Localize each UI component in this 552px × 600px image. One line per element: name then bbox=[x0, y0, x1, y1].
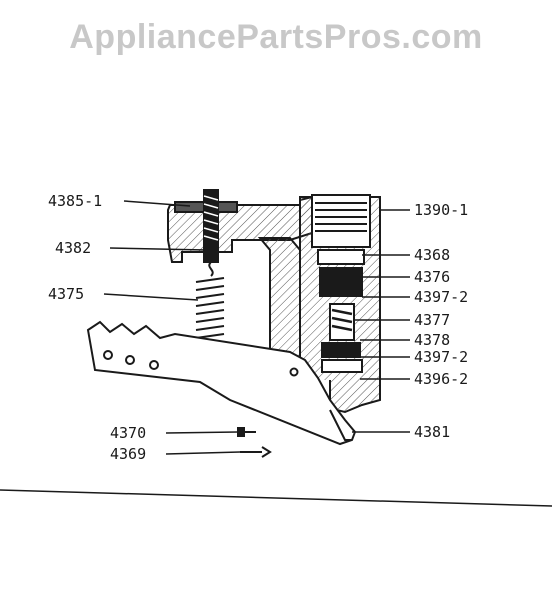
label-4397-2-lower: 4397-2 bbox=[414, 348, 468, 366]
label-4376: 4376 bbox=[414, 268, 450, 286]
part-labels: 4385-1 4382 4375 4370 4369 1390-1 4368 4… bbox=[48, 192, 468, 463]
threaded-cap bbox=[311, 194, 371, 248]
label-4377: 4377 bbox=[414, 311, 450, 329]
label-4378: 4378 bbox=[414, 331, 450, 349]
rivet bbox=[237, 427, 256, 437]
label-4382: 4382 bbox=[55, 239, 91, 257]
pin bbox=[240, 446, 272, 458]
label-4396-2: 4396-2 bbox=[414, 370, 468, 388]
label-4375: 4375 bbox=[48, 285, 84, 303]
label-4385-1: 4385-1 bbox=[48, 192, 102, 210]
label-1390-1: 1390-1 bbox=[414, 201, 468, 219]
label-4397-2-upper: 4397-2 bbox=[414, 288, 468, 306]
lever-arm bbox=[86, 320, 357, 446]
separator-line bbox=[0, 489, 552, 507]
label-4381: 4381 bbox=[414, 423, 450, 441]
adjusting-screw bbox=[174, 189, 238, 263]
site-watermark: AppliancePartsPros.com bbox=[69, 18, 483, 56]
label-4368: 4368 bbox=[414, 246, 450, 264]
label-4369: 4369 bbox=[110, 445, 146, 463]
label-4370: 4370 bbox=[110, 424, 146, 442]
leader-lines bbox=[103, 200, 410, 455]
